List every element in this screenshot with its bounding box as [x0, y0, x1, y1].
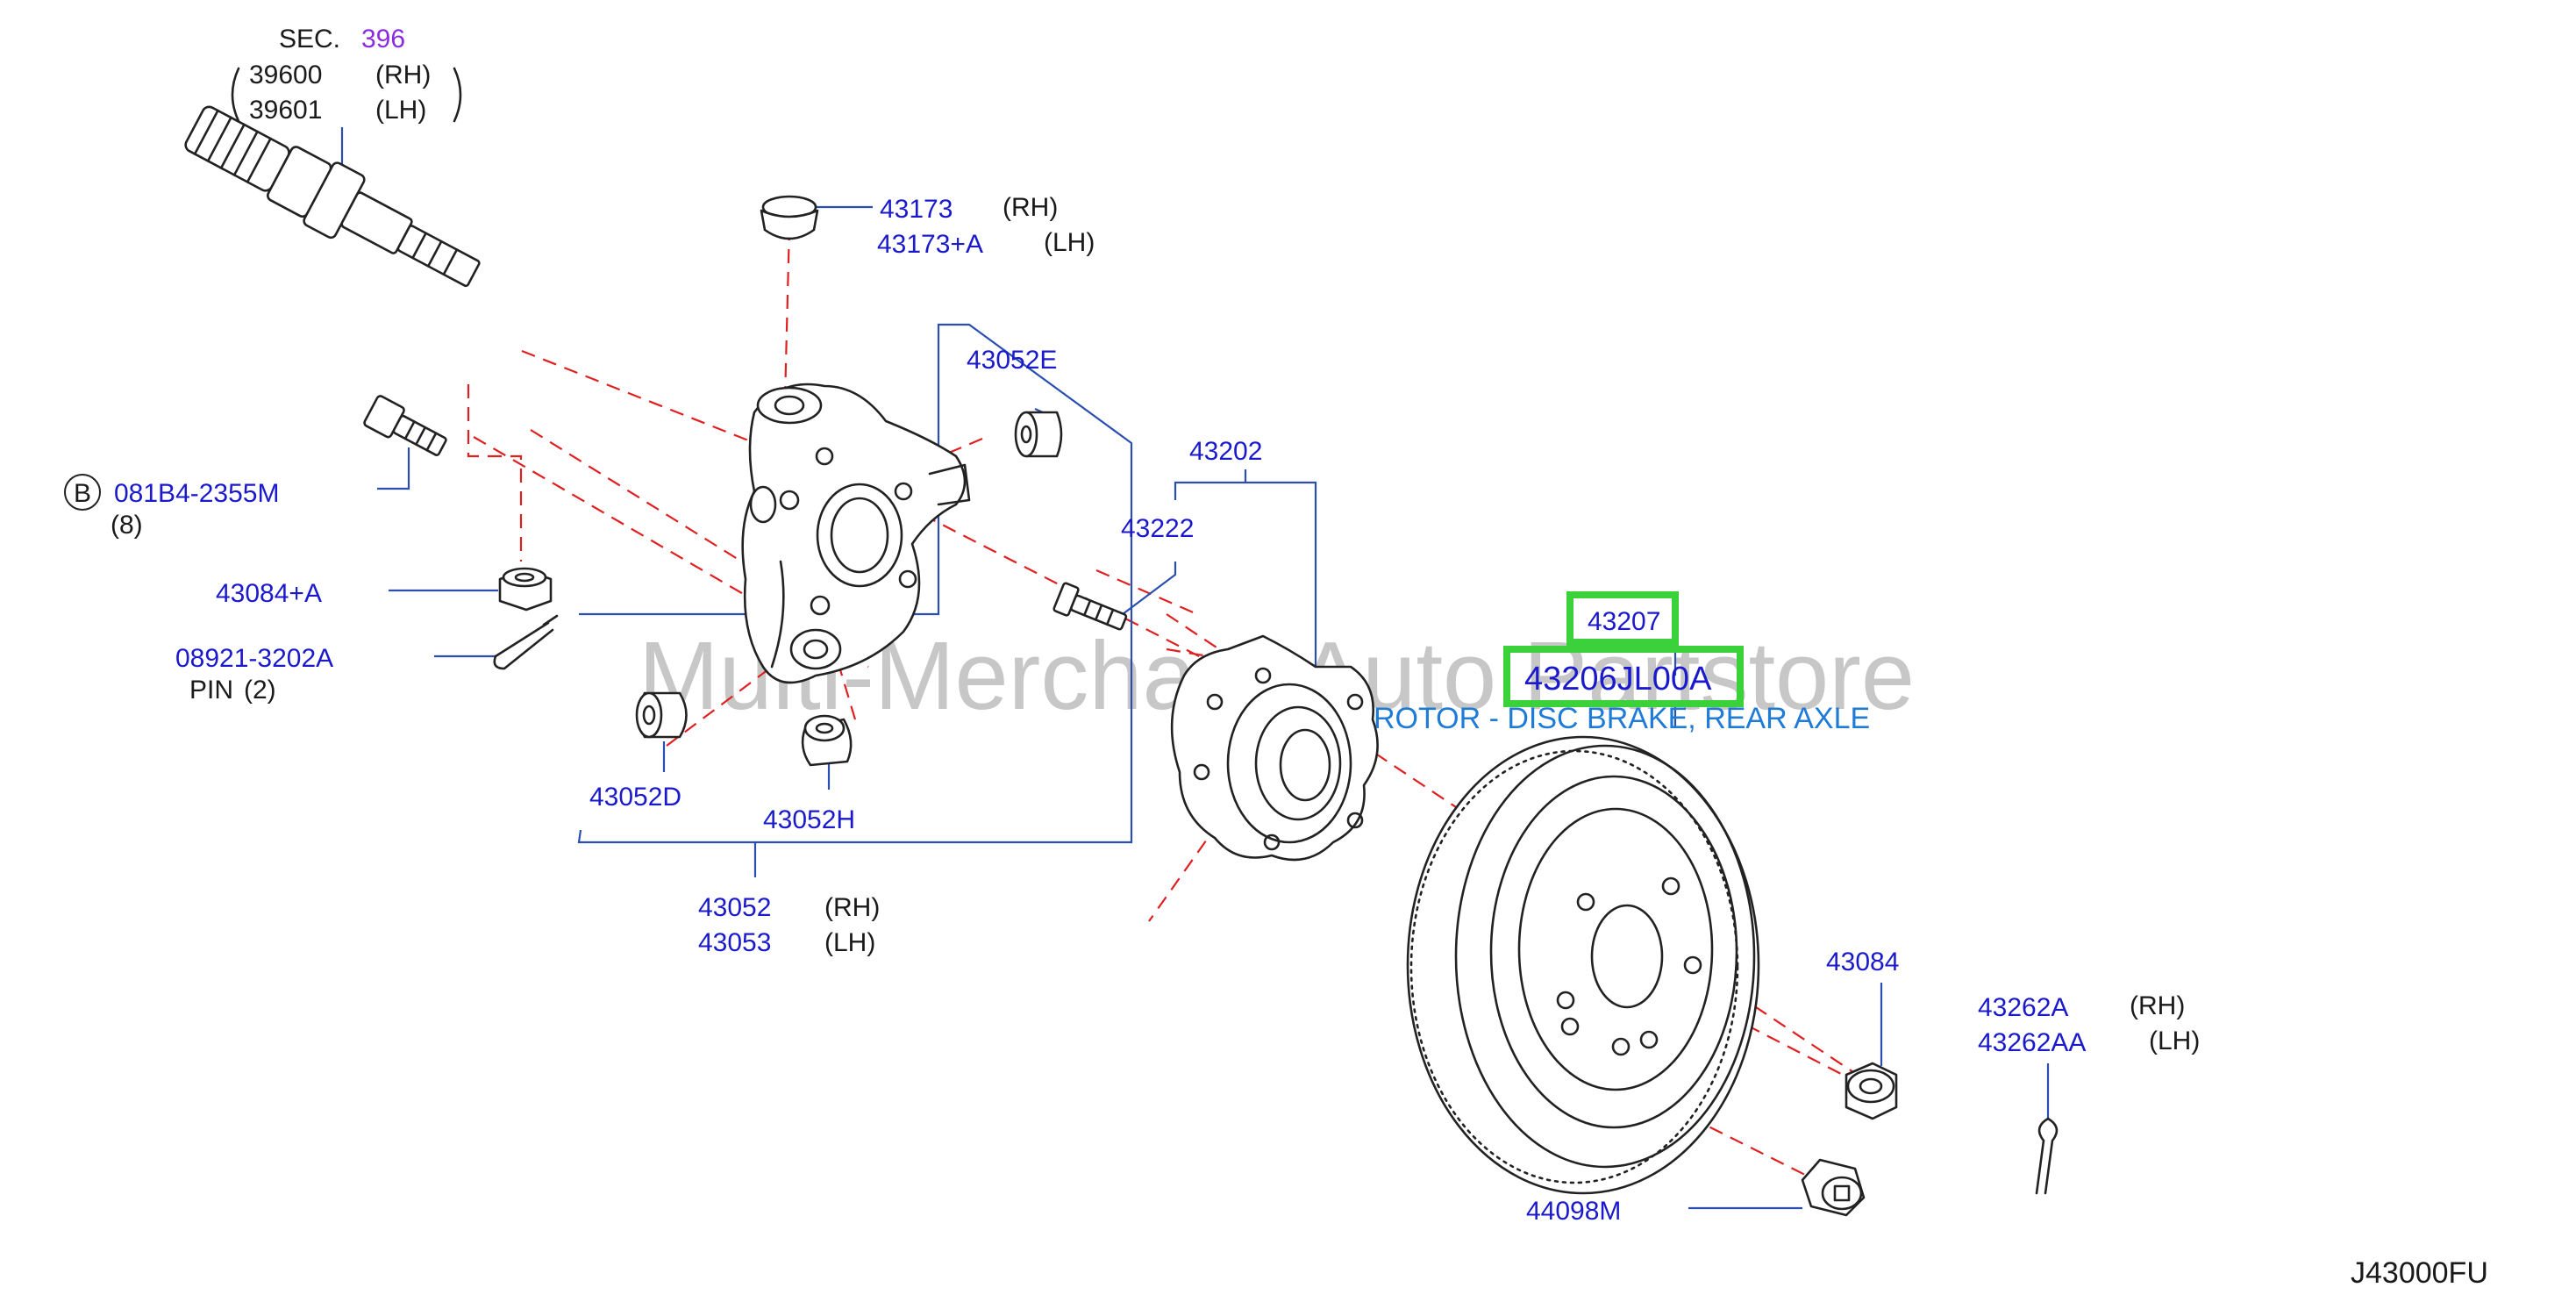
quantity-label: (2) — [244, 676, 276, 705]
cotter-pin-icon — [493, 614, 559, 670]
bushing-icon — [1014, 411, 1063, 458]
bolt-icon — [1053, 582, 1128, 631]
highlight-43207 — [1566, 591, 1679, 646]
part-43207[interactable]: 43207 — [1588, 607, 1660, 636]
sec-number[interactable]: 396 — [361, 25, 405, 54]
lh-label: (LH) — [375, 96, 426, 125]
part-43052h[interactable]: 43052H — [763, 805, 855, 834]
b-marker: B — [74, 479, 91, 508]
bushing-icon — [801, 714, 853, 767]
nut-icon — [1845, 1062, 1898, 1120]
part-43173[interactable]: 43173 — [880, 195, 953, 224]
lh-label: (LH) — [1044, 228, 1095, 257]
rh-label: (RH) — [2130, 991, 2185, 1020]
part-43202[interactable]: 43202 — [1189, 437, 1262, 466]
part-43053[interactable]: 43053 — [698, 928, 771, 957]
lh-label: (LH) — [2149, 1027, 2200, 1055]
highlight-43206JL00A — [1503, 646, 1744, 707]
quantity-label: (8) — [111, 511, 143, 540]
rh-label: (RH) — [1003, 193, 1058, 222]
callout-081b4[interactable]: B 081B4-2355M — [64, 474, 279, 511]
part-43206jl00a[interactable]: 43206JL00A — [1524, 661, 1712, 698]
steering-knuckle-icon — [741, 383, 971, 684]
part-081b4-2355m[interactable]: 081B4-2355M — [114, 479, 279, 508]
part-43052e[interactable]: 43052E — [967, 346, 1057, 375]
rh-label: (RH) — [375, 61, 431, 89]
lh-label: (LH) — [824, 928, 875, 957]
part-43222[interactable]: 43222 — [1121, 514, 1194, 543]
part-43262a[interactable]: 43262A — [1978, 993, 2068, 1022]
part-43262aa[interactable]: 43262AA — [1978, 1028, 2086, 1057]
leader-lines — [340, 127, 2050, 1210]
rh-label: (RH) — [824, 893, 880, 922]
sec-label: SEC. — [279, 25, 340, 54]
rotor-description: ROTOR - DISC BRAKE, REAR AXLE — [1374, 702, 1870, 735]
callout-sec-396[interactable]: SEC. 396 — [279, 25, 405, 54]
bushing-icon — [760, 195, 819, 240]
part-39601: 39601 — [249, 96, 322, 125]
drive-shaft-icon — [184, 105, 481, 288]
part-43084[interactable]: 43084 — [1826, 948, 1899, 976]
nut-icon — [498, 567, 553, 612]
part-43084a[interactable]: 43084+A — [216, 579, 322, 608]
part-43052d[interactable]: 43052D — [589, 783, 681, 812]
part-43052[interactable]: 43052 — [698, 893, 771, 922]
bushing-icon — [635, 691, 688, 739]
pin-label: PIN — [189, 676, 233, 705]
plug-icon — [1801, 1158, 1866, 1217]
wheel-hub-bearing-icon — [1170, 634, 1379, 862]
cotter-pin-icon — [2035, 1117, 2059, 1195]
diagram-code: J43000FU — [2351, 1256, 2488, 1290]
part-44098m[interactable]: 44098M — [1526, 1197, 1621, 1226]
brake-rotor-icon — [1406, 735, 1760, 1195]
part-39600: 39600 — [249, 61, 322, 89]
bolt-icon — [363, 395, 447, 456]
part-08921-3202a[interactable]: 08921-3202A — [175, 644, 333, 673]
part-43173a[interactable]: 43173+A — [877, 230, 983, 259]
